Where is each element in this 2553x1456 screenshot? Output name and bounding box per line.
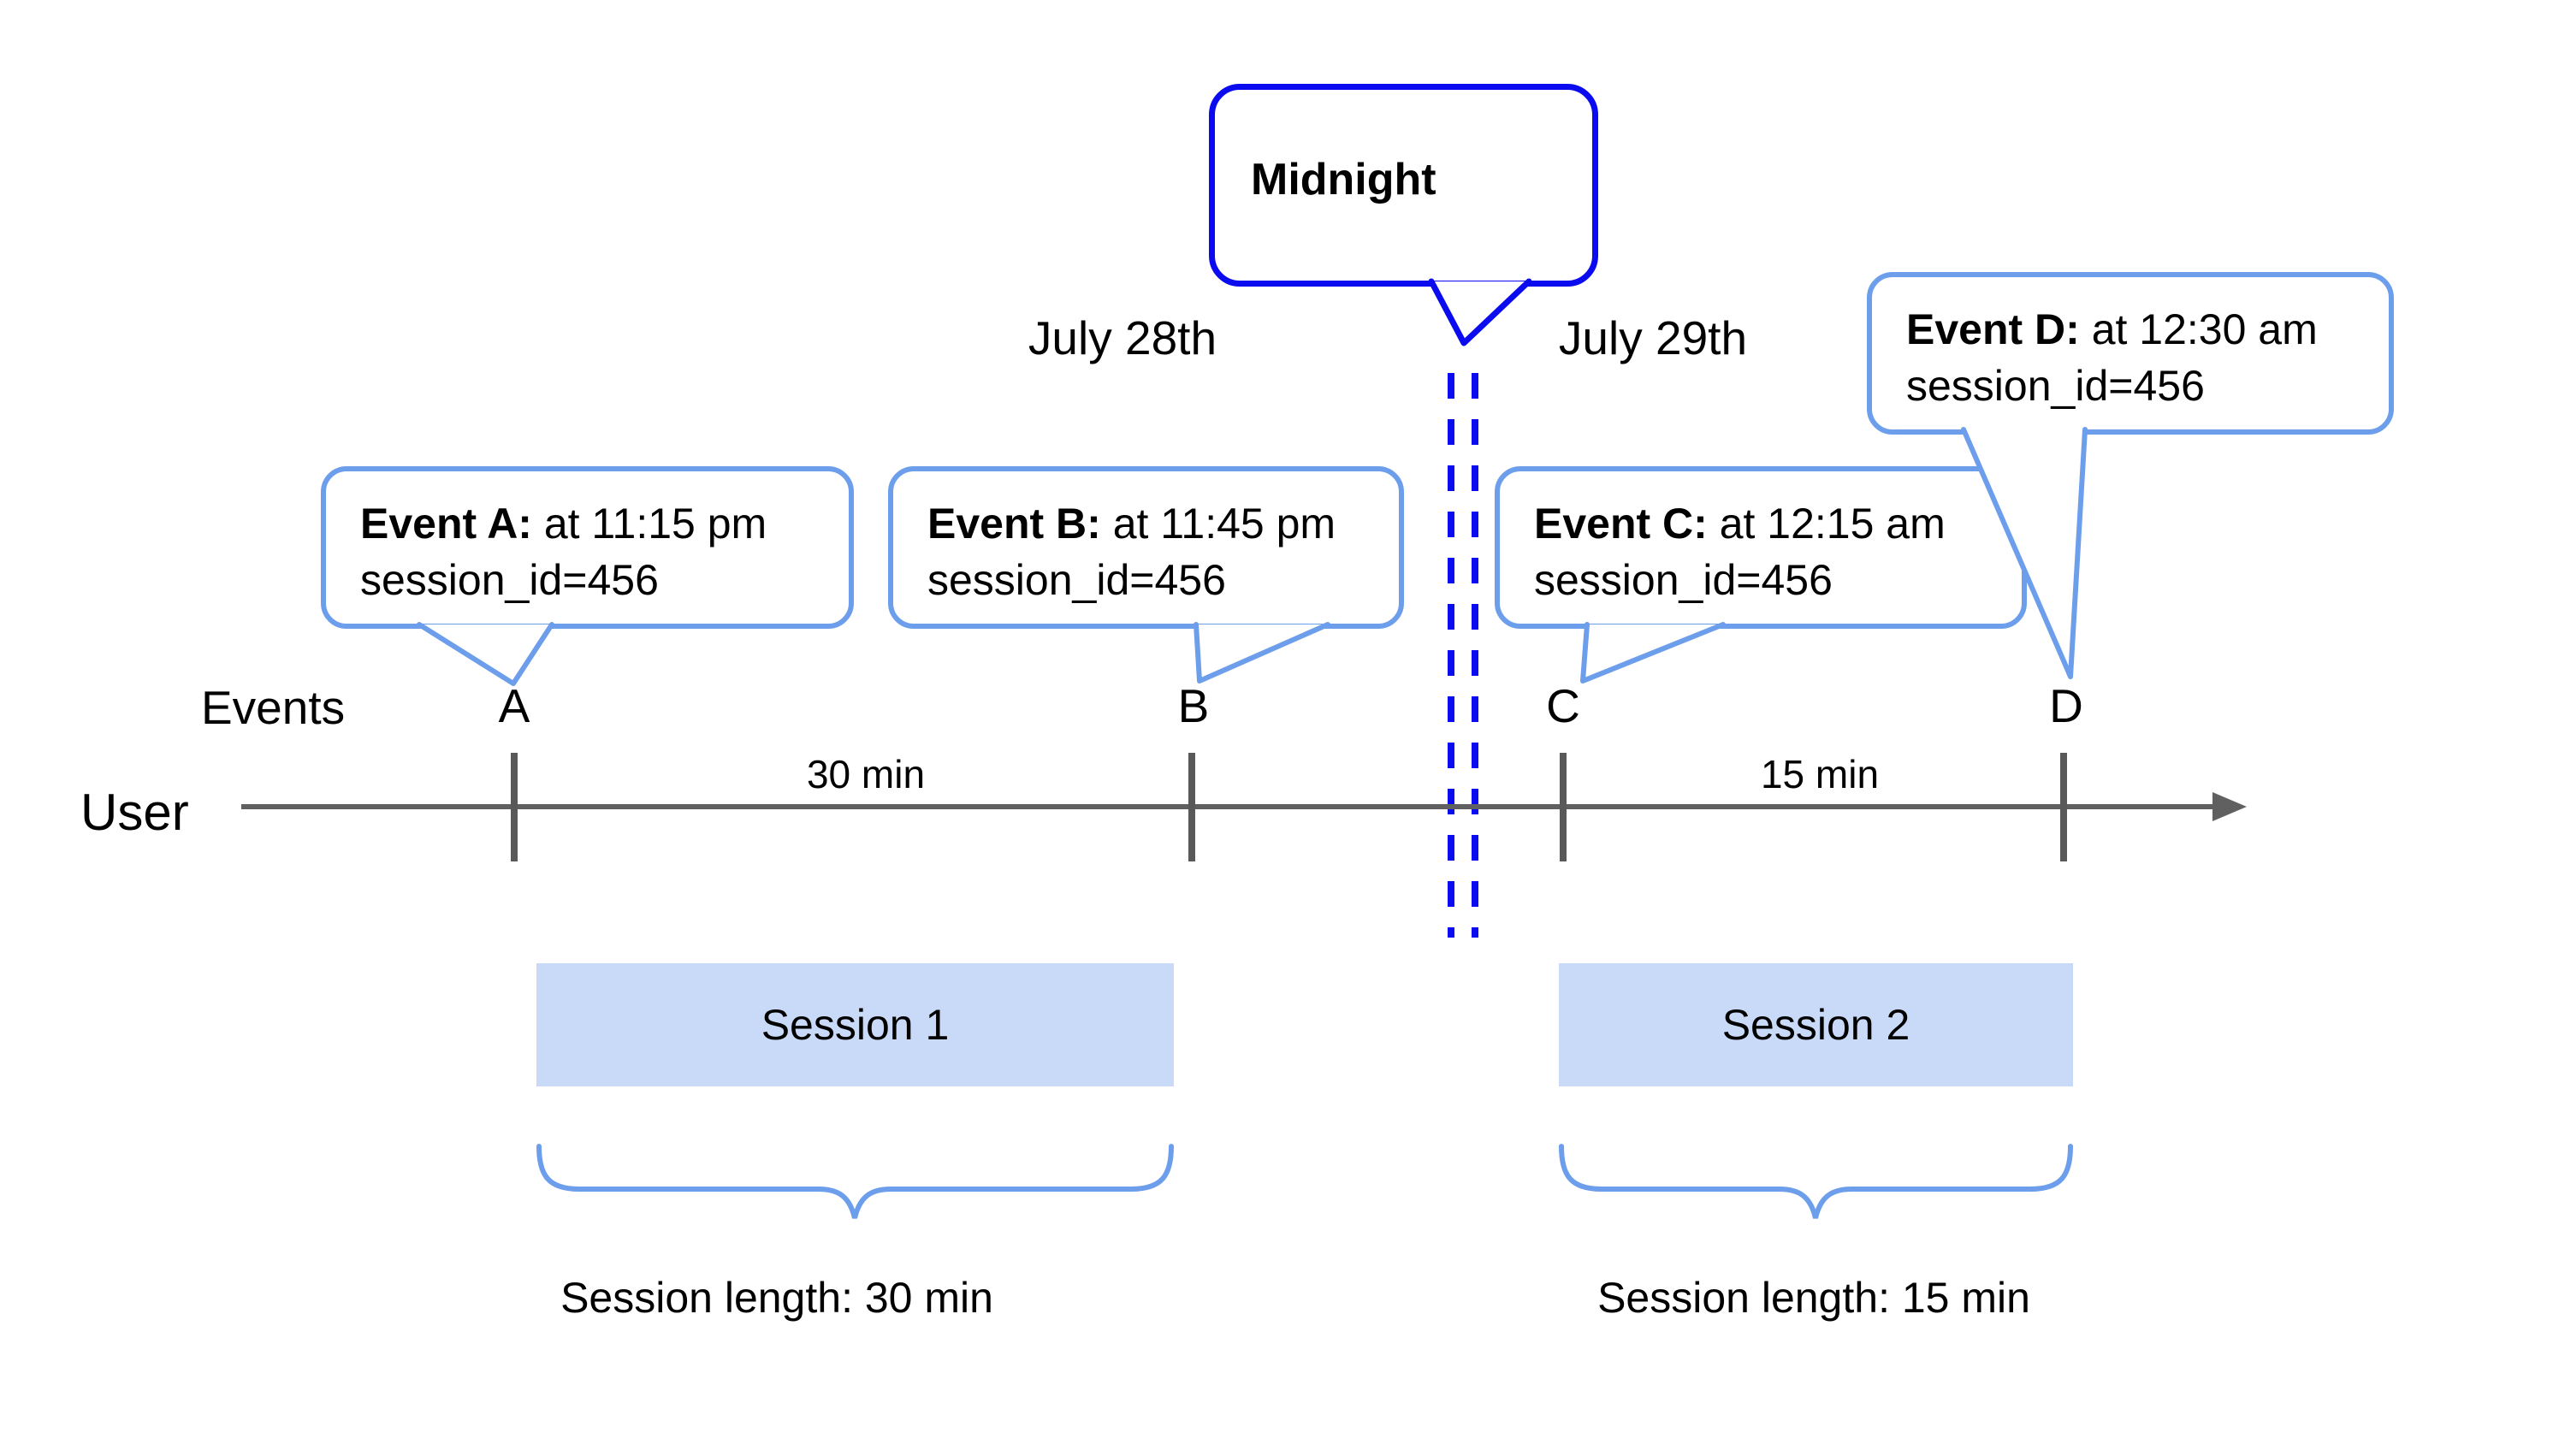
midnight-dashed-line-right xyxy=(1472,373,1478,938)
session-2-label: Session 2 xyxy=(1721,1001,1910,1049)
event-callout-c-line1: Event C: at 12:15 am xyxy=(1534,495,2005,552)
event-callout-a: Event A: at 11:15 pm session_id=456 xyxy=(321,466,854,629)
session-2-length-label: Session length: 15 min xyxy=(1597,1274,2030,1322)
event-callout-d-time: at 12:30 am xyxy=(2079,305,2318,353)
event-callout-b-title: Event B: xyxy=(927,500,1101,547)
midnight-dashed-line-left xyxy=(1448,373,1454,938)
session-1-label: Session 1 xyxy=(761,1001,950,1049)
event-callout-a-line1: Event A: at 11:15 pm xyxy=(360,495,832,552)
marker-d: D xyxy=(2049,679,2083,732)
event-callout-a-time: at 11:15 pm xyxy=(531,500,767,547)
tick-a xyxy=(511,753,518,861)
event-callout-b-line1: Event B: at 11:45 pm xyxy=(927,495,1382,552)
event-callout-d: Event D: at 12:30 am session_id=456 xyxy=(1867,272,2394,435)
session-1-brace xyxy=(536,1144,1174,1219)
event-callout-b-tail xyxy=(1194,622,1330,684)
event-callout-a-tail xyxy=(417,622,554,686)
session-2-brace xyxy=(1559,1144,2073,1219)
event-callout-a-title: Event A: xyxy=(360,500,532,547)
event-callout-b-session: session_id=456 xyxy=(927,556,1226,604)
marker-b: B xyxy=(1177,679,1210,732)
marker-c: C xyxy=(1546,679,1580,732)
midnight-callout-label: Midnight xyxy=(1251,155,1436,204)
event-callout-c-title: Event C: xyxy=(1534,500,1708,547)
session-1-box: Session 1 xyxy=(536,963,1174,1086)
event-callout-c-time: at 12:15 am xyxy=(1707,500,1946,547)
event-callout-d-session: session_id=456 xyxy=(1906,362,2205,410)
tick-c xyxy=(1560,753,1567,861)
interval-label-15min: 15 min xyxy=(1760,752,1880,796)
midnight-callout: Midnight xyxy=(1209,84,1598,287)
event-callout-b-time: at 11:45 pm xyxy=(1100,500,1336,547)
tick-b xyxy=(1188,753,1195,861)
event-callout-c: Event C: at 12:15 am session_id=456 xyxy=(1495,466,2027,629)
midnight-callout-tail xyxy=(1428,278,1532,346)
timeline-line xyxy=(241,804,2214,809)
event-callout-d-line1: Event D: at 12:30 am xyxy=(1906,301,2372,358)
tick-d xyxy=(2060,753,2067,861)
date-label-july-29: July 29th xyxy=(1558,311,1748,364)
event-callout-d-title: Event D: xyxy=(1906,305,2080,353)
session-1-length-label: Session length: 30 min xyxy=(560,1274,993,1322)
date-label-july-28: July 28th xyxy=(1028,311,1217,364)
event-callout-c-session: session_id=456 xyxy=(1534,556,1833,604)
event-callout-a-session: session_id=456 xyxy=(360,556,659,604)
timeline-arrowhead-icon xyxy=(2212,792,2247,821)
events-axis-label: Events xyxy=(201,681,346,734)
marker-a: A xyxy=(498,679,530,732)
session-2-box: Session 2 xyxy=(1559,963,2073,1086)
event-callout-b: Event B: at 11:45 pm session_id=456 xyxy=(888,466,1404,629)
user-axis-label: User xyxy=(80,784,189,841)
event-callout-c-tail xyxy=(1580,622,1726,684)
interval-label-30min: 30 min xyxy=(806,752,926,796)
event-callout-d-tail xyxy=(1961,427,2088,679)
